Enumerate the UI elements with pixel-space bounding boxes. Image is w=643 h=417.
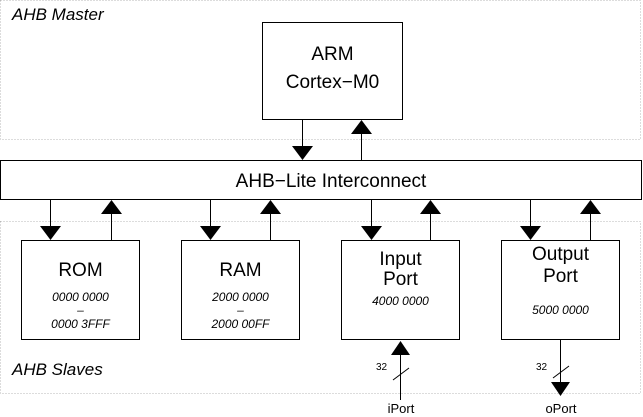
rom-up-arrowhead [101,200,122,214]
cpu-block [262,22,403,120]
oport-bus-slash [552,365,570,379]
rom-down-arrowhead [40,226,61,240]
output-port-up-arrowhead [580,200,601,214]
ram-addr-start: 2000 0000 [211,290,269,304]
oport-signal-label: oPort [545,401,576,416]
rom-block [21,240,140,340]
ahb-master-region [0,0,641,140]
ram-addr-sep: – [236,303,244,317]
interconnect-label: AHB−Lite Interconnect [236,171,427,192]
iport-arrowhead [391,341,410,355]
iport-bus-width: 32 [376,362,388,373]
rom-addr-sep: – [76,303,84,317]
rom-title: ROM [58,260,102,281]
input-port-title-line1: Input [379,249,422,270]
ram-title: RAM [219,260,261,281]
output-port-down-arrowhead [520,226,541,240]
oport-bus-width: 32 [536,362,548,373]
ram-up-arrowhead [260,200,281,214]
input-port-addr: 4000 0000 [372,294,429,308]
input-port-title-line2: Port [383,269,419,290]
rom-addr-start: 0000 0000 [52,290,109,304]
ram-block [181,240,300,340]
input-port-down-arrowhead [361,226,382,240]
cpu-label-line2: Cortex−M0 [286,72,379,93]
interconnect-block [0,160,642,200]
ram-addr-end: 2000 00FF [210,317,270,331]
ahb-slaves-label: AHB Slaves [11,360,103,379]
output-port-addr: 5000 0000 [532,303,589,317]
ahb-master-label: AHB Master [11,5,105,24]
cpu-down-arrowhead [292,146,313,160]
output-port-title-line1: Output [532,244,590,265]
iport-bus-slash [392,367,410,381]
iport-signal-label: iPort [388,401,415,416]
output-port-title-line2: Port [543,266,579,287]
output-port-block [501,240,620,340]
ahb-slaves-region [0,221,641,394]
input-port-block [341,240,460,340]
ram-down-arrowhead [200,226,221,240]
cpu-up-arrowhead [351,120,372,134]
rom-addr-end: 0000 3FFF [51,317,110,331]
cpu-label-line1: ARM [311,44,353,65]
input-port-up-arrowhead [420,200,441,214]
oport-arrowhead [551,382,570,396]
